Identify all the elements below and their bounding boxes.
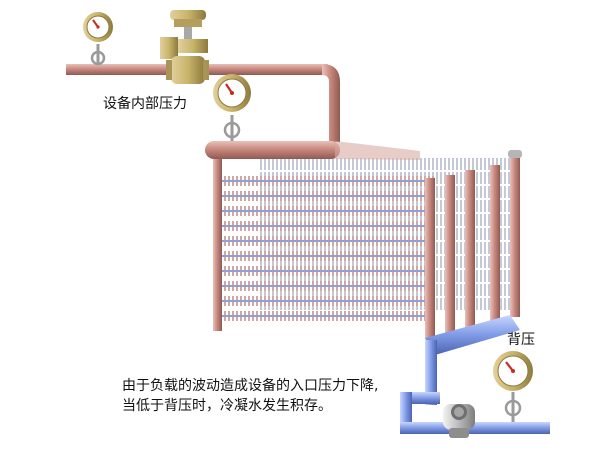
caption: 由于负载的波动造成设备的入口压力下降, 当低于背压时，冷凝水发生积存。 [122,376,378,416]
pressure-gauge-icon [83,12,113,66]
condensate-pipe [400,315,550,434]
steam-trap-icon [443,404,475,438]
control-valve-icon [160,10,209,84]
steam-header [205,141,420,331]
caption-line: 当低于背压时，冷凝水发生积存。 [122,398,332,414]
back-pressure-label: 背压 [507,332,535,348]
caption-line: 由于负载的波动造成设备的入口压力下降, [122,378,379,394]
header-risers [425,150,522,340]
pressure-gauge-icon [493,351,533,422]
internal-pressure-label: 设备内部压力 [103,96,187,112]
heat-exchanger-front-tubes [220,176,435,321]
pressure-gauge-icon [213,74,251,148]
